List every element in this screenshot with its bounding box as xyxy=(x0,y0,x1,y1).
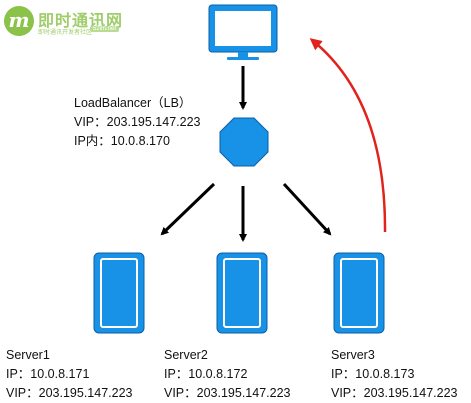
logo-name: 即时通讯网 xyxy=(38,13,124,30)
server2-name: Server2 xyxy=(164,348,208,362)
server1-ip: IP：10.0.8.171 xyxy=(6,367,90,381)
lb-ip-inner: IP内：10.0.8.170 xyxy=(74,134,170,148)
server2-vip: VIP：203.195.147.223 xyxy=(164,386,291,400)
logo-slogan: 即时通讯开发者社区 xyxy=(38,30,93,36)
logo-site: 52im.net xyxy=(90,26,120,32)
server2-label-block: Server2 IP：10.0.8.172 VIP：203.195.147.22… xyxy=(164,346,291,403)
octagon-icon xyxy=(219,117,269,167)
lb-vip: VIP：203.195.147.223 xyxy=(74,115,201,129)
arrow-server3-to-client xyxy=(309,38,387,233)
server-node-1 xyxy=(93,252,145,334)
server3-label-block: Server3 IP：10.0.8.173 VIP：203.195.147.22… xyxy=(331,346,458,403)
watermark-logo: m 即时通讯网 即时通讯开发者社区 52im.net xyxy=(4,4,134,40)
server1-name: Server1 xyxy=(6,348,50,362)
server3-ip: IP：10.0.8.173 xyxy=(331,367,415,381)
lb-label-block: LoadBalancer（LB） VIP：203.195.147.223 IP内… xyxy=(74,94,201,151)
server1-label-block: Server1 IP：10.0.8.171 VIP：203.195.147.22… xyxy=(6,346,133,403)
server-node-3 xyxy=(333,252,385,334)
monitor-icon xyxy=(208,4,278,60)
server3-name: Server3 xyxy=(331,348,375,362)
lb-title: LoadBalancer（LB） xyxy=(74,96,192,110)
arrow-lb-to-server3 xyxy=(282,182,332,236)
arrow-lb-to-server1 xyxy=(160,182,216,236)
server-node-2 xyxy=(216,252,268,334)
logo-mark: m xyxy=(4,6,34,36)
server1-vip: VIP：203.195.147.223 xyxy=(6,386,133,400)
server2-ip: IP：10.0.8.172 xyxy=(164,367,248,381)
server3-vip: VIP：203.195.147.223 xyxy=(331,386,458,400)
